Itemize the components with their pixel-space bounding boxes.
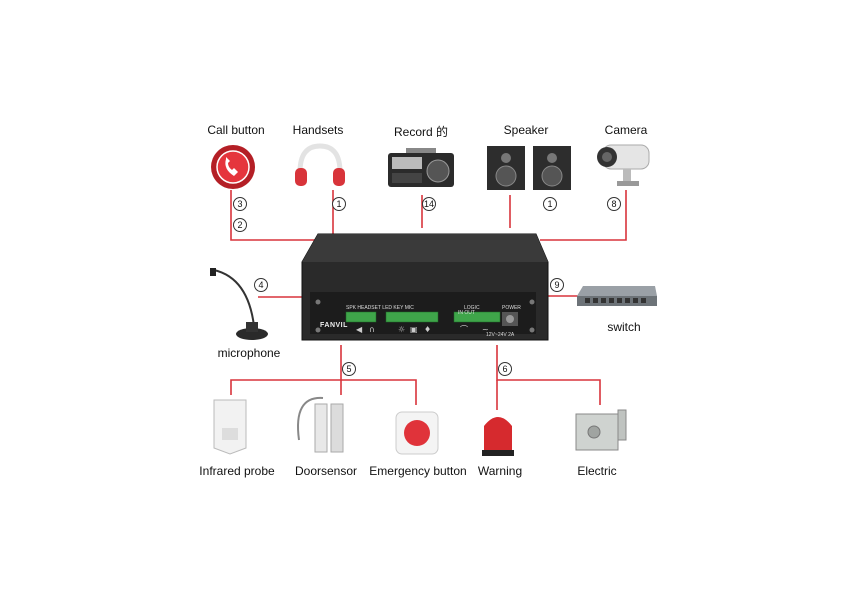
label-call-button: Call button <box>207 123 265 137</box>
label-doorsensor: Doorsensor <box>294 464 358 478</box>
port-number-camera: 8 <box>607 197 621 211</box>
label-warning: Warning <box>477 464 523 478</box>
label-microphone: microphone <box>217 346 281 360</box>
port-number-microphone: 4 <box>254 278 268 292</box>
svg-text:∩: ∩ <box>369 325 375 334</box>
headset-icon <box>292 142 348 195</box>
port-labels-left: SPK HEADSET LED KEY MIC <box>346 305 414 311</box>
power-spec: 12V~24V 2A <box>486 332 515 338</box>
label-camera: Camera <box>604 123 648 137</box>
intercom-device: ◀ ∩ ☼ ▣ ♦ ⌒ ~ FANVIL SPK HEADSET LED KEY MIC… <box>296 222 551 350</box>
device-body: ◀ ∩ ☼ ▣ ♦ ⌒ ~ <box>301 233 549 341</box>
switch-icon <box>575 282 659 315</box>
port-number-call-a: 3 <box>233 197 247 211</box>
recorder-icon <box>386 147 456 194</box>
camera-icon <box>593 137 655 194</box>
line-call-button <box>230 190 318 241</box>
door-sensor-icon <box>293 394 349 461</box>
speaker-icon <box>485 144 575 197</box>
port-number-speaker: 1 <box>543 197 557 211</box>
label-infrared-probe: Infrared probe <box>199 464 275 478</box>
warning-light-icon <box>478 410 518 463</box>
label-record: Record 的 <box>393 125 449 139</box>
label-electric: Electric <box>577 464 617 478</box>
port-number-alarm-in: 5 <box>342 362 356 376</box>
svg-text:~: ~ <box>482 325 489 334</box>
microphone-icon <box>208 266 268 351</box>
svg-text:⌒: ⌒ <box>460 325 468 334</box>
line-camera <box>540 190 627 241</box>
svg-text:♦: ♦ <box>424 325 431 334</box>
port-labels-right: LOGIC <box>464 305 480 311</box>
electric-lock-icon <box>572 404 630 461</box>
port-number-call-b: 2 <box>233 218 247 232</box>
port-number-alarm-out: 6 <box>498 362 512 376</box>
svg-text:☼: ☼ <box>398 325 405 334</box>
line-alarm-out <box>496 345 601 405</box>
label-emergency-button: Emergency button <box>369 464 467 478</box>
svg-text:▣: ▣ <box>410 325 418 334</box>
port-number-record: 14 <box>422 197 436 211</box>
power-label: POWER <box>502 305 521 311</box>
port-number-handsets: 1 <box>332 197 346 211</box>
label-handsets: Handsets <box>292 123 344 137</box>
label-switch: switch <box>607 320 641 334</box>
port-sub-right: IN OUT <box>458 310 475 316</box>
call-button-icon <box>209 143 257 196</box>
infrared-probe-icon <box>210 398 250 461</box>
port-number-switch: 9 <box>550 278 564 292</box>
line-alarm-in-branch <box>341 379 417 405</box>
device-brand: FANVIL <box>320 322 348 329</box>
line-alarm-in <box>230 345 342 395</box>
label-speaker: Speaker <box>503 123 549 137</box>
emergency-button-icon <box>394 410 440 461</box>
svg-text:◀: ◀ <box>356 325 363 334</box>
